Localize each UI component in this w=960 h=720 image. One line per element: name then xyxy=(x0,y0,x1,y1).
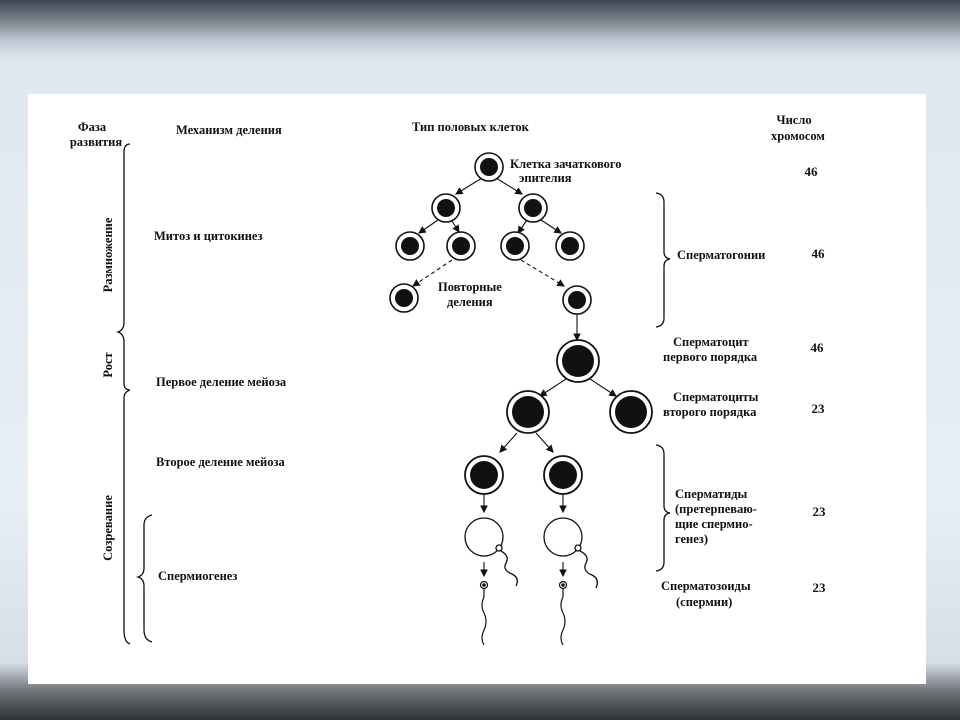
header-phase-2: развития xyxy=(70,135,123,149)
label-spermatozoa-2: (спермии) xyxy=(676,595,732,609)
repeated-division-arrows xyxy=(412,259,565,287)
phase-growth: Рост xyxy=(101,352,115,377)
chromosomes-sperm: 23 xyxy=(813,580,827,595)
label-spermatids-2: (претерпеваю- xyxy=(675,502,757,516)
spermatozoon xyxy=(558,580,568,646)
cell-spermatid-spermiogenesis xyxy=(543,517,598,589)
mechanism-mitosis: Митоз и цитокинез xyxy=(154,229,263,243)
chromosomes-secondary: 23 xyxy=(812,401,826,416)
cell-spermatogonium xyxy=(431,193,461,223)
chromosomes-primary: 46 xyxy=(811,340,825,355)
mechanism-spermiogenesis: Спермиогенез xyxy=(158,569,237,583)
cell-spermatogonium xyxy=(389,283,419,313)
label-primary-spermatocyte: Сперматоцит xyxy=(673,335,749,349)
spermatids-brace xyxy=(655,444,671,572)
cell-spermatogonium xyxy=(395,231,425,261)
spermatogonia-brace xyxy=(655,192,671,328)
phase-brace-maturation xyxy=(123,389,131,645)
cell-germ-epithelium xyxy=(474,152,504,182)
mitosis-arrows xyxy=(418,177,617,578)
label-secondary-spermatocyte: Сперматоциты xyxy=(673,390,759,404)
header-cell-type: Тип половых клеток xyxy=(412,120,530,134)
label-spermatids-4: генез) xyxy=(675,532,708,546)
label-spermatids-3: щие спермио- xyxy=(675,517,753,531)
chromosomes-spermatogonia: 46 xyxy=(812,246,826,261)
header-phase: Фаза xyxy=(78,120,107,134)
header-mechanism: Механизм деления xyxy=(176,123,282,137)
label-germ-epithelium: Клетка зачаткового xyxy=(510,157,622,171)
label-repeated-divisions-2: деления xyxy=(447,295,493,309)
label-primary-spermatocyte-2: первого порядка xyxy=(663,350,758,364)
cell-spermatogonium xyxy=(500,231,530,261)
chromosomes-epithelium: 46 xyxy=(805,164,819,179)
cell-spermatogonium xyxy=(562,285,592,315)
label-spermatids: Сперматиды xyxy=(675,487,748,501)
phase-maturation: Созревание xyxy=(101,495,115,561)
cell-secondary-spermatocyte xyxy=(506,390,550,434)
cell-spermatid-spermiogenesis xyxy=(464,517,518,587)
mechanism-meiosis-1: Первое деление мейоза xyxy=(156,375,287,389)
label-germ-epithelium-2: эпителия xyxy=(519,171,572,185)
chromosomes-spermatids: 23 xyxy=(813,504,827,519)
cell-spermatogonium xyxy=(518,193,548,223)
phase-reproduction: Размножение xyxy=(101,217,115,292)
header-chromosomes: Число xyxy=(776,113,811,127)
mechanism-meiosis-2: Второе деление мейоза xyxy=(156,455,285,469)
label-spermatogonia: Сперматогонии xyxy=(677,248,765,262)
cell-primary-spermatocyte xyxy=(556,339,600,383)
spermiogenesis-brace xyxy=(135,514,153,643)
cell-spermatid xyxy=(464,455,504,495)
cell-spermatid xyxy=(543,455,583,495)
spermatozoon xyxy=(479,580,489,646)
cell-secondary-spermatocyte xyxy=(609,390,653,434)
label-spermatozoa: Сперматозоиды xyxy=(661,579,751,593)
cell-spermatogonium xyxy=(555,231,585,261)
diagram-panel xyxy=(28,94,926,684)
header-chromosomes-2: хромосом xyxy=(771,129,825,143)
cell-spermatogonium xyxy=(446,231,476,261)
label-repeated-divisions: Повторные xyxy=(438,280,502,294)
label-secondary-spermatocyte-2: второго порядка xyxy=(663,405,757,419)
phase-brace-top xyxy=(115,143,131,391)
